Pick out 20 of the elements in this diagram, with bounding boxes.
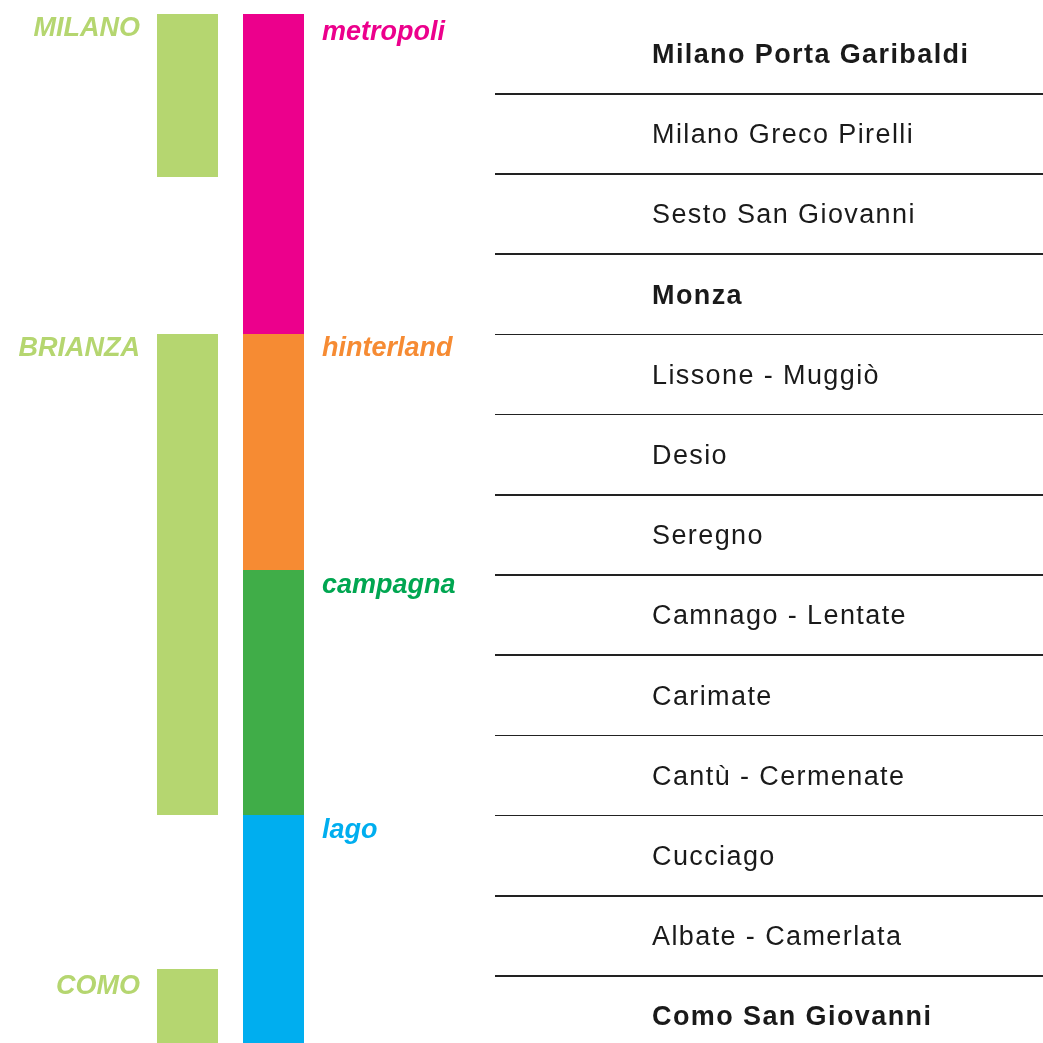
station-name: Sesto San Giovanni [652,198,916,231]
region-label: lago [322,814,378,844]
station-name: Como San Giovanni [652,1000,933,1033]
station-name: Cucciago [652,840,776,872]
station-name: Desio [652,439,729,471]
station-name: Camnago - Lentate [652,599,907,632]
region-label: metropoli [322,16,445,46]
region-label: BRIANZA [18,332,140,362]
region-label: MILANO [33,12,140,42]
station-name: Monza [652,278,743,311]
station-name: Albate - Camerlata [652,920,903,953]
station-name: Milano Greco Pirelli [652,118,915,151]
station-name: Milano Porta Garibaldi [652,38,970,70]
station-name: Cantù - Cermenate [652,759,906,792]
station-name: Lissone - Muggiò [652,358,880,391]
region-label: campagna [322,569,456,599]
region-label: COMO [56,970,140,1000]
region-label: hinterland [322,332,453,362]
station-name: Seregno [652,519,764,552]
station-name: Carimate [652,679,773,712]
